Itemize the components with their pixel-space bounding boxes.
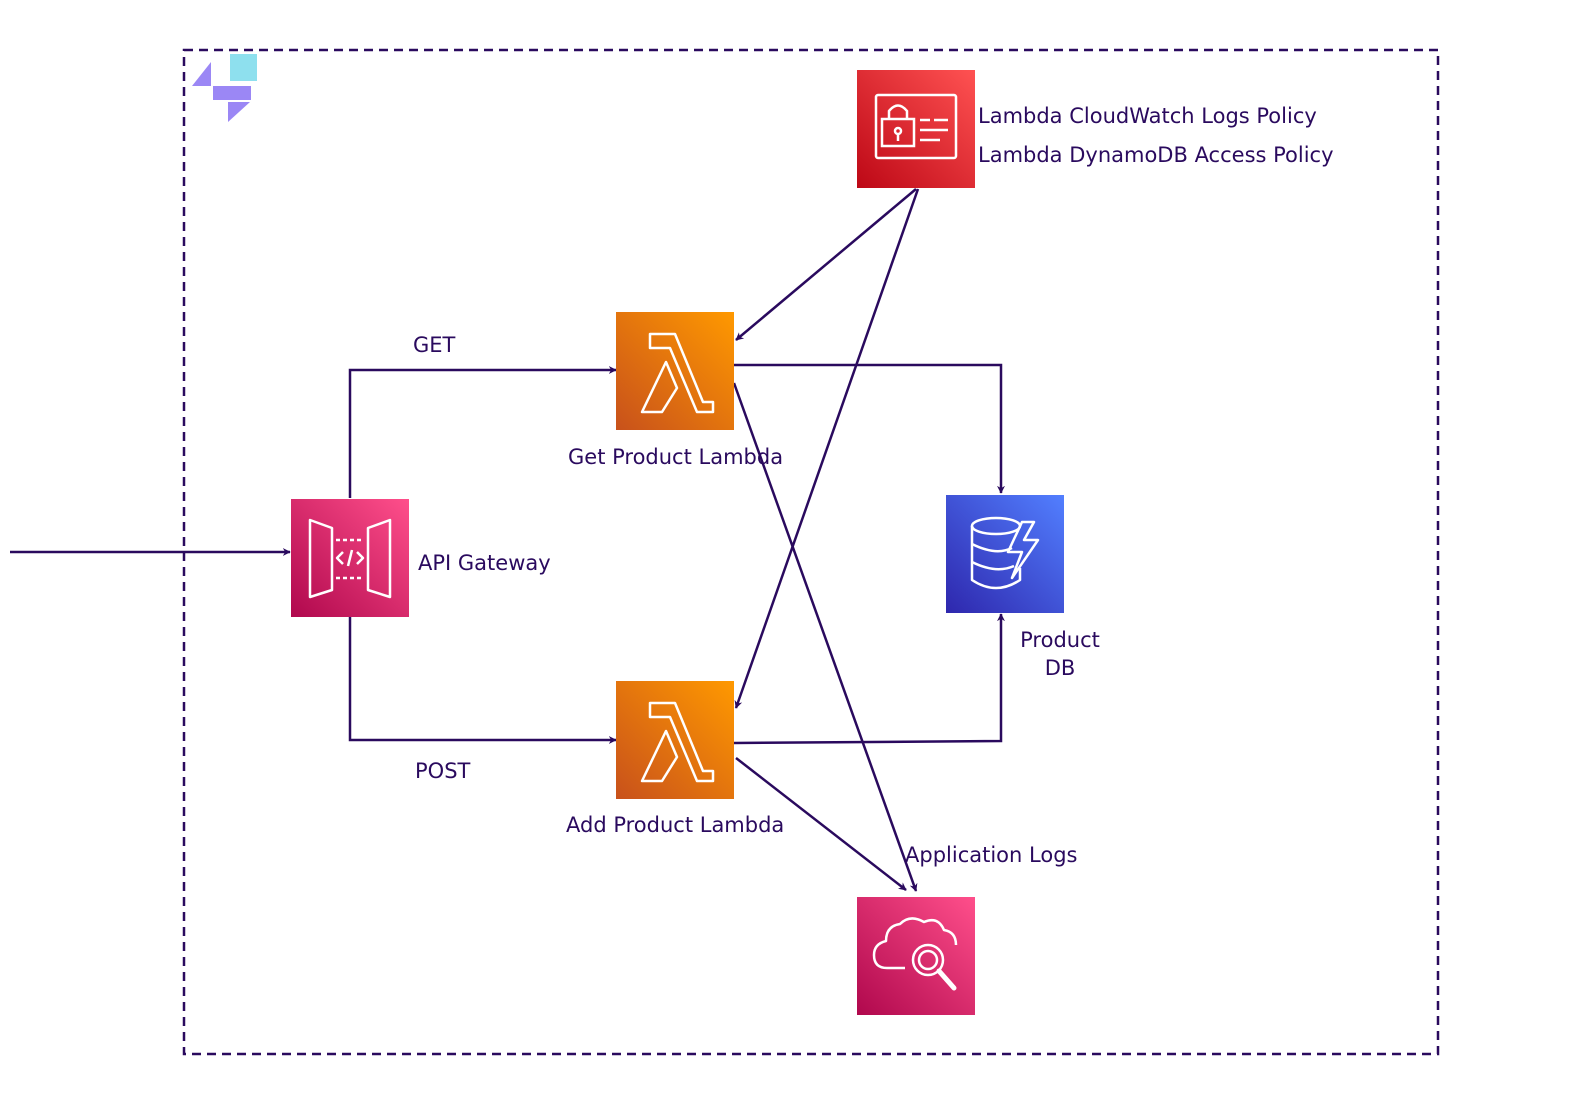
post-method-label: POST <box>415 759 471 783</box>
brand-logo-icon <box>192 54 257 122</box>
edges <box>10 188 1005 892</box>
edge-policy-to-get-lambda <box>735 188 917 341</box>
policy-dynamodb-label: Lambda DynamoDB Access Policy <box>978 143 1334 167</box>
edge-api-get-lambda <box>348 366 617 498</box>
iam-policy-icon <box>874 93 958 160</box>
dynamodb-icon <box>970 516 1040 590</box>
api-gateway-label: API Gateway <box>418 551 551 575</box>
application-logs-label: Application Logs <box>905 843 1078 867</box>
edge-get-lambda-to-logs <box>732 382 918 892</box>
edge-api-add-lambda <box>348 617 617 744</box>
api-gateway-node <box>291 499 409 617</box>
get-method-label: GET <box>413 333 456 357</box>
lambda-icon <box>640 332 715 414</box>
add-lambda-node <box>616 681 734 799</box>
edge-add-lambda-to-db <box>733 613 1005 745</box>
edge-get-lambda-to-db <box>734 363 1005 494</box>
product-db-label-line2: DB <box>1044 656 1076 680</box>
get-lambda-label: Get Product Lambda <box>568 445 784 469</box>
dynamodb-node <box>946 495 1064 613</box>
add-lambda-label: Add Product Lambda <box>566 813 785 837</box>
lambda-icon <box>640 701 715 783</box>
edge-add-lambda-to-logs <box>735 757 907 891</box>
policy-logs-label: Lambda CloudWatch Logs Policy <box>978 104 1317 128</box>
edge-policy-to-add-lambda <box>734 188 920 709</box>
product-db-label-line1: Product <box>1020 628 1100 652</box>
cloudwatch-logs-node <box>857 897 975 1015</box>
cloudwatch-logs-icon <box>872 917 958 991</box>
get-lambda-node <box>616 312 734 430</box>
iam-policy-node <box>857 70 975 188</box>
api-gateway-icon <box>308 518 392 599</box>
